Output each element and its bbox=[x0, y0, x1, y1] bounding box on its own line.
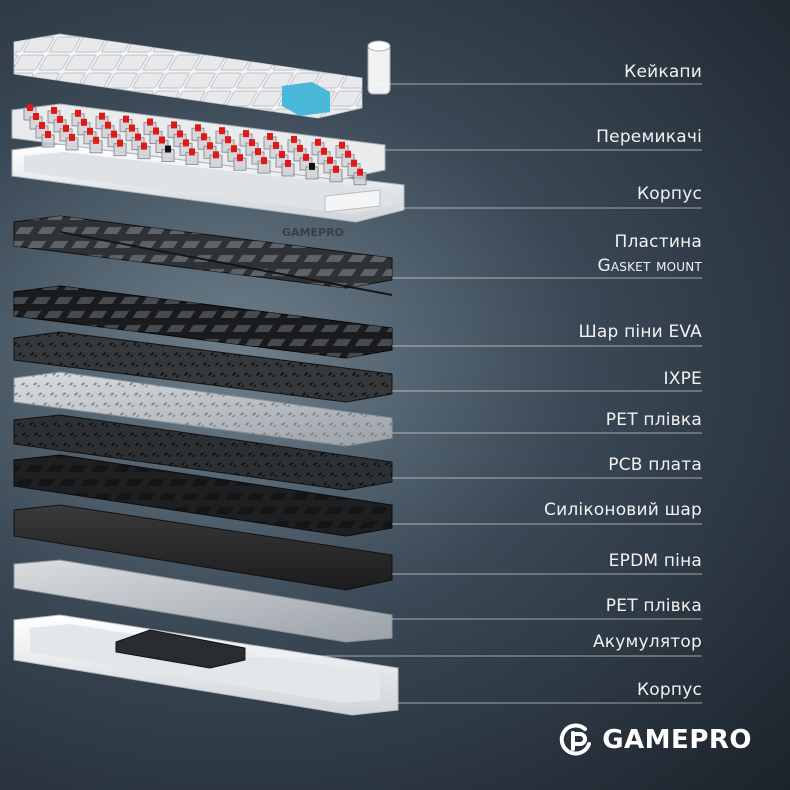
switch-stem bbox=[153, 127, 159, 135]
switch-stem bbox=[135, 133, 141, 141]
switch-stem bbox=[207, 142, 213, 150]
switch-stem bbox=[45, 131, 51, 138]
switch-stem bbox=[225, 136, 231, 144]
switch-stem bbox=[303, 153, 309, 161]
layer-ixpe bbox=[13, 331, 393, 403]
switch-stem bbox=[201, 133, 207, 141]
layer-pet-film-2 bbox=[13, 559, 393, 643]
switch-stem bbox=[345, 150, 351, 158]
switch-stem bbox=[39, 122, 45, 129]
layer-silicone bbox=[13, 454, 393, 537]
switch-stem bbox=[255, 148, 261, 156]
switch-stem bbox=[69, 133, 75, 141]
switch-stem bbox=[189, 148, 195, 156]
switch-stem bbox=[291, 135, 297, 143]
layer-plate bbox=[13, 215, 393, 296]
volume-knob bbox=[367, 40, 391, 95]
switch-stem bbox=[99, 112, 105, 120]
label-pet-film-1: PET плівка bbox=[605, 410, 702, 430]
switch-stem bbox=[93, 136, 99, 144]
switch-stem bbox=[243, 130, 249, 138]
svg-text:GAMEPRO: GAMEPRO bbox=[282, 226, 344, 239]
layer-battery bbox=[115, 629, 246, 669]
switch-stem bbox=[249, 139, 255, 147]
switch-stem bbox=[297, 144, 303, 152]
switch-stem bbox=[339, 141, 345, 149]
switch-stem bbox=[183, 139, 189, 147]
brand-logo: GAMEPRO bbox=[558, 722, 752, 758]
switch-stem bbox=[117, 139, 123, 147]
switch-stem bbox=[75, 109, 81, 117]
switch-stem bbox=[159, 136, 165, 144]
layer-epdm-foam bbox=[13, 504, 393, 591]
gamepro-logo-icon bbox=[559, 723, 592, 756]
switch-stem bbox=[33, 113, 39, 120]
switch-stem bbox=[321, 147, 327, 155]
switch-stem bbox=[141, 142, 147, 150]
switch-stem bbox=[219, 127, 225, 135]
leader-lines bbox=[245, 83, 702, 704]
switch-stem bbox=[177, 130, 183, 138]
label-ixpe: IXPE bbox=[663, 369, 702, 389]
switch-stem bbox=[57, 115, 63, 123]
case-logo: GAMEPRO bbox=[282, 226, 344, 239]
layer-pet-film-1 bbox=[13, 371, 393, 447]
switch-stem bbox=[279, 151, 285, 158]
layer-switches bbox=[11, 103, 386, 186]
label-pet-film-2: PET плівка bbox=[605, 596, 702, 616]
switch-stem bbox=[129, 124, 135, 132]
label-keycaps: Кейкапи bbox=[624, 62, 702, 82]
switch-stem bbox=[333, 165, 339, 173]
switch-stem bbox=[309, 162, 315, 170]
switch-stem bbox=[165, 145, 171, 153]
switch-stem bbox=[195, 124, 201, 132]
switch-stem bbox=[171, 121, 177, 129]
label-case-top: Корпус bbox=[637, 184, 702, 204]
switch-stem bbox=[111, 130, 117, 138]
label-eva-foam: Шар піни EVA bbox=[578, 322, 702, 342]
switch-stem bbox=[147, 118, 153, 126]
switch-stem bbox=[261, 157, 267, 165]
switch-stem bbox=[237, 154, 243, 162]
switch-stem bbox=[273, 142, 279, 149]
label-switches: Перемикачі bbox=[596, 127, 702, 147]
label-silicone: Силіконовий шар bbox=[544, 500, 702, 520]
switch-stem bbox=[63, 124, 69, 132]
switch-stem bbox=[315, 138, 321, 146]
switch-stem bbox=[267, 133, 273, 140]
switch-stem bbox=[27, 104, 33, 111]
layer-case-top: GAMEPRO bbox=[11, 143, 405, 239]
label-battery: Акумулятор bbox=[592, 632, 702, 652]
accent-keycap bbox=[282, 82, 330, 116]
label-epdm-foam: EPDM піна bbox=[608, 551, 702, 571]
label-pcb: PCB плата bbox=[608, 455, 702, 475]
switch-stem bbox=[81, 118, 87, 126]
layer-pcb bbox=[13, 414, 393, 491]
switch-stem bbox=[105, 121, 111, 129]
label-plate: Пластина bbox=[614, 232, 702, 252]
layer-keycaps bbox=[13, 33, 391, 119]
switch-stem bbox=[285, 160, 291, 167]
layer-eva-foam bbox=[13, 285, 393, 359]
label-plate-gasket: Gasket mount bbox=[597, 256, 702, 276]
switch-stem bbox=[87, 127, 93, 135]
switch-stem bbox=[357, 168, 363, 176]
switch-stem bbox=[213, 151, 219, 159]
switch-stem bbox=[327, 156, 333, 164]
label-case-bottom: Корпус bbox=[637, 680, 702, 700]
switch-stem bbox=[51, 106, 57, 114]
switch-stem bbox=[123, 115, 129, 123]
switch-stem bbox=[231, 145, 237, 153]
switch-stem bbox=[351, 159, 357, 167]
brand-name: GAMEPRO bbox=[602, 725, 752, 755]
